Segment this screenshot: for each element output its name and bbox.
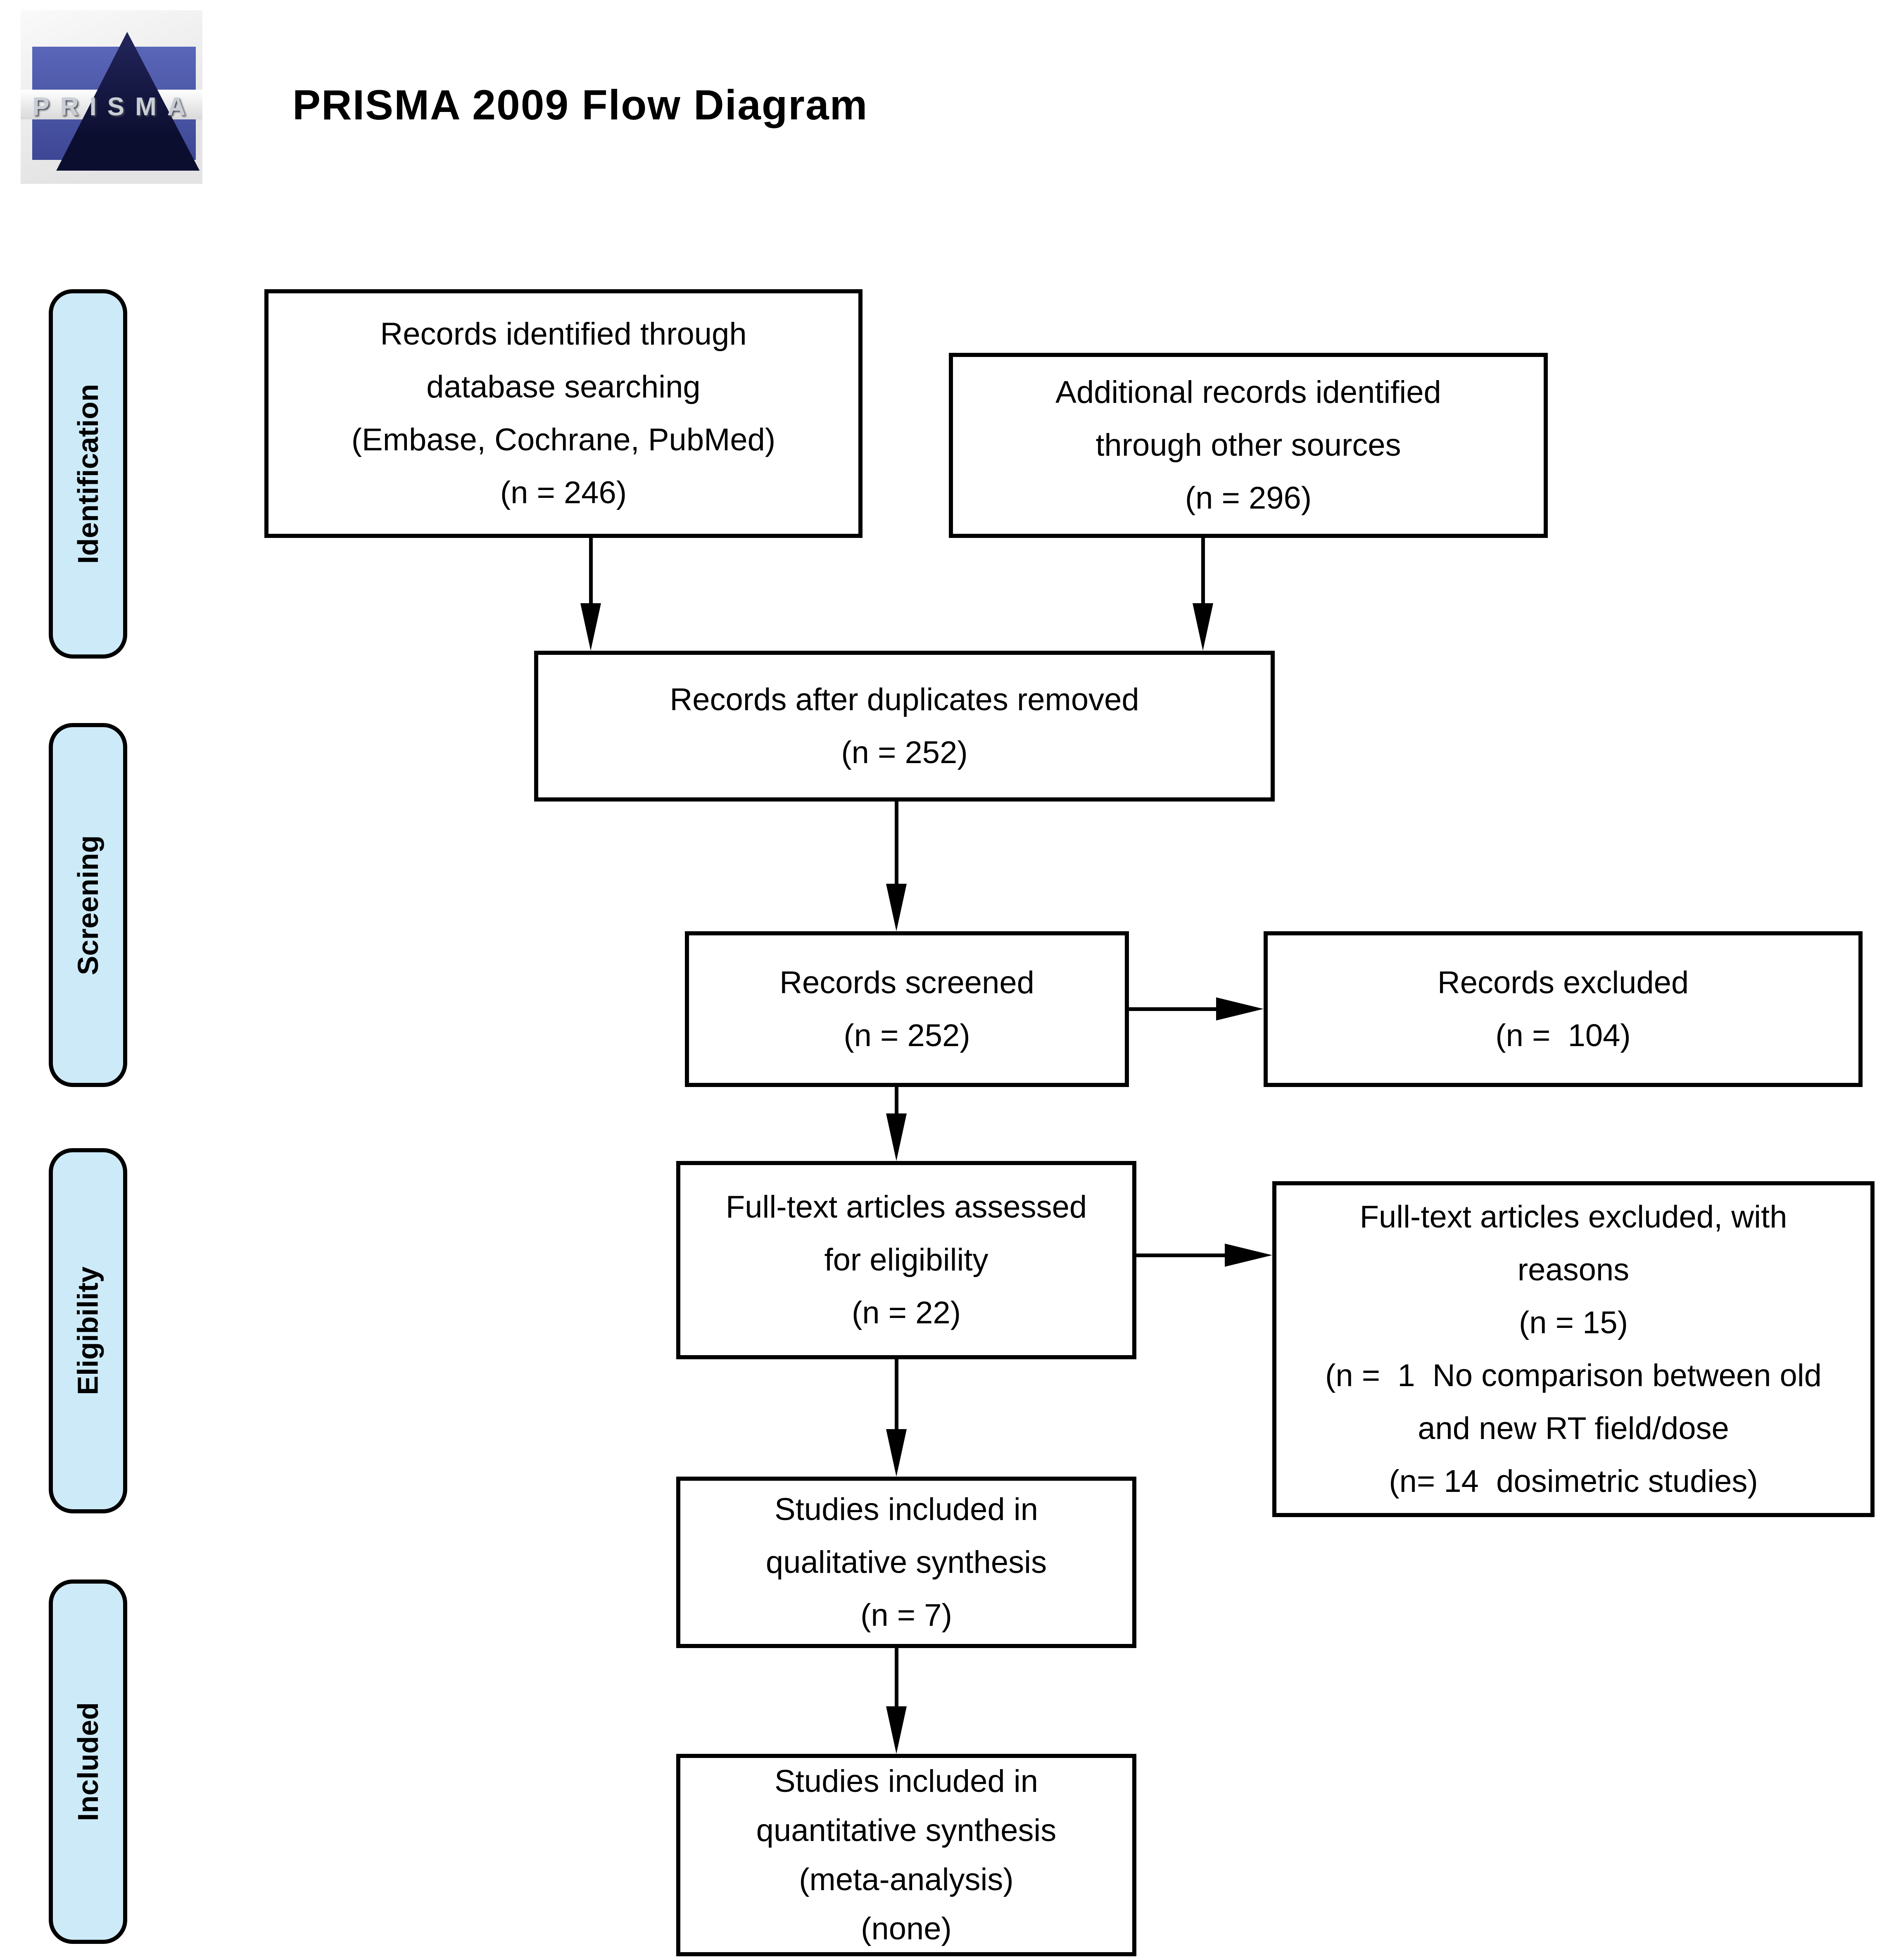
arrow-head-icon [580,603,601,651]
box-text: Records identified through database sear… [351,316,776,510]
prisma-logo: PRISMA [21,10,202,184]
box-text: Additional records identified through ot… [1055,375,1441,516]
box-text: Full-text articles assessed for eligibil… [725,1189,1087,1330]
phase-eligibility: Eligibility [49,1148,127,1513]
arrow-head-icon [886,1429,907,1477]
box-records-identified: Records identified through database sear… [264,289,863,538]
arrow-head-icon [886,884,907,931]
arrow-line [1129,1007,1220,1011]
box-after-duplicates: Records after duplicates removed (n = 25… [534,651,1275,802]
arrow-line [895,1359,898,1433]
phase-included: Included [49,1579,127,1944]
box-records-screened: Records screened (n = 252) [685,931,1129,1087]
arrow-head-icon [886,1706,907,1754]
box-text: Records after duplicates removed (n = 25… [670,682,1139,770]
box-fulltext-excluded: Full-text articles excluded, with reason… [1272,1181,1875,1517]
box-qualitative-synthesis: Studies included in qualitative synthesi… [676,1477,1136,1648]
arrow-line [895,802,898,888]
arrow-line [895,1087,898,1118]
arrow-line [1136,1254,1228,1257]
phase-identification: Identification [49,289,127,659]
box-text: Full-text articles excluded, with reason… [1325,1199,1822,1499]
arrow-head-icon [886,1113,907,1161]
arrow-head-icon [1193,603,1213,651]
phase-label: Eligibility [72,1266,105,1395]
box-text: Studies included in qualitative synthesi… [765,1491,1047,1633]
phase-label: Included [72,1702,105,1821]
arrow-head-icon [1216,997,1264,1020]
phase-screening: Screening [49,723,127,1087]
box-text: Records screened (n = 252) [779,965,1034,1053]
arrow-line [589,538,593,608]
box-fulltext-assessed: Full-text articles assessed for eligibil… [676,1161,1136,1359]
arrow-line [1201,538,1205,608]
logo-wordmark: PRISMA [32,93,197,121]
arrow-line [895,1648,898,1710]
box-records-excluded: Records excluded (n = 104) [1264,931,1863,1087]
box-text: Studies included in quantitative synthes… [756,1764,1057,1946]
box-quantitative-synthesis: Studies included in quantitative synthes… [676,1754,1136,1956]
arrow-head-icon [1225,1244,1272,1267]
page-title: PRISMA 2009 Flow Diagram [292,81,868,128]
box-text: Records excluded (n = 104) [1437,965,1689,1053]
phase-label: Identification [72,384,104,564]
box-additional-records: Additional records identified through ot… [949,353,1548,538]
phase-label: Screening [72,835,105,975]
